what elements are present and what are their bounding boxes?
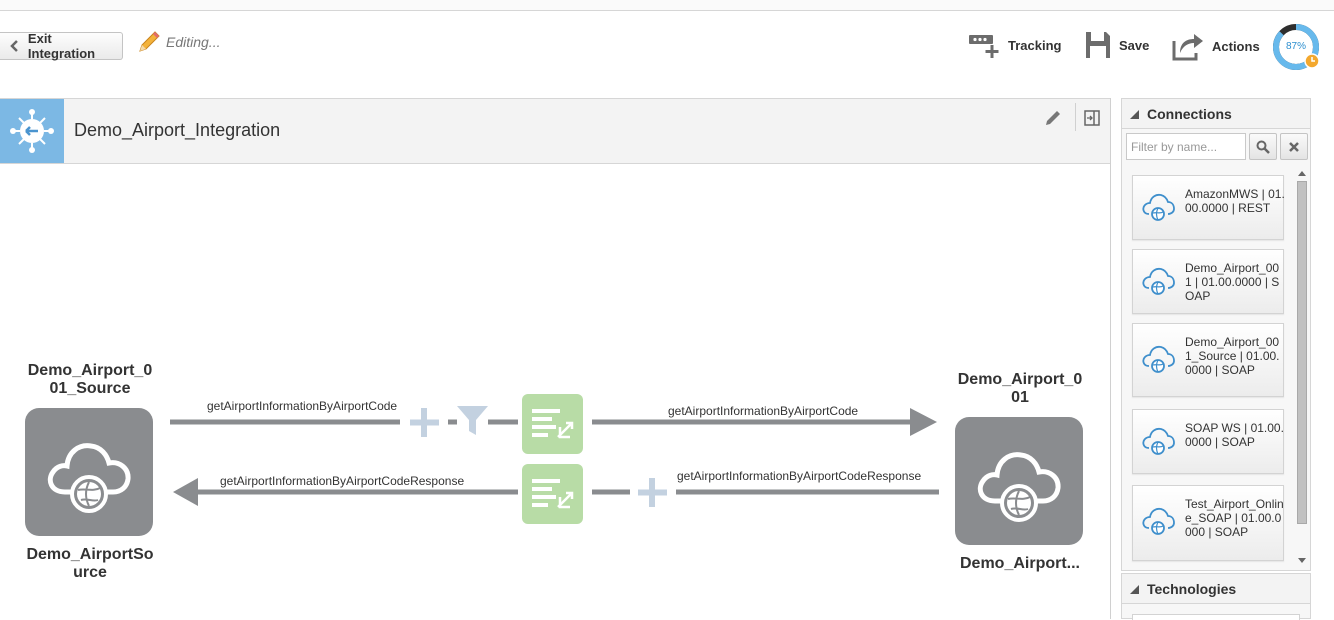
- response-arrowhead: [173, 478, 198, 506]
- collapse-triangle-icon: [1130, 110, 1139, 119]
- add-action-icon-request[interactable]: [410, 408, 439, 437]
- connections-sidebar: Connections Filter by name... AmazonMWS …: [1121, 98, 1311, 620]
- pencil-icon: [139, 31, 160, 52]
- connections-list: AmazonMWS | 01.00.0000 | REST Demo_Airpo…: [1122, 169, 1294, 564]
- connection-label: AmazonMWS | 01.00.0000 | REST: [1185, 187, 1285, 215]
- tracking-icon: [969, 35, 999, 58]
- integration-icon: [10, 109, 54, 153]
- progress-percent: 87%: [1285, 41, 1306, 52]
- cloud-connection-icon: [1142, 267, 1175, 295]
- source-node-bottom-title: Demo_AirportSo urce: [26, 546, 154, 581]
- search-button[interactable]: [1249, 133, 1277, 160]
- response-operation-label-right: getAirportInformationByAirportCodeRespon…: [677, 469, 922, 483]
- header-divider: [1075, 103, 1076, 131]
- editing-status: Editing...: [136, 29, 220, 55]
- collapse-triangle-icon: [1130, 585, 1139, 594]
- integration-canvas: Demo_Airport_Integration: [0, 98, 1111, 619]
- connection-label: Demo_Airport_001_Source | 01.00.0000 | S…: [1185, 335, 1280, 377]
- add-action-icon-response[interactable]: [638, 478, 667, 507]
- connection-label: SOAP WS | 01.00.0000 | SOAP: [1185, 421, 1284, 449]
- technologies-panel-body: [1121, 604, 1311, 620]
- connection-card[interactable]: AmazonMWS | 01.00.0000 | REST: [1132, 175, 1285, 240]
- cloud-connection-icon: [1142, 427, 1175, 455]
- connection-label: Demo_Airport_001 | 01.00.0000 | SOAP: [1185, 261, 1280, 303]
- toggle-panel-button[interactable]: [1079, 105, 1105, 131]
- actions-button[interactable]: Actions: [1172, 31, 1260, 61]
- close-icon: [1289, 141, 1299, 152]
- save-label: Save: [1119, 37, 1150, 53]
- actions-label: Actions: [1212, 38, 1260, 54]
- tracking-button[interactable]: Tracking: [968, 31, 1061, 59]
- request-mapper[interactable]: [522, 394, 583, 454]
- cloud-connection-icon: [1142, 193, 1175, 221]
- filter-input[interactable]: Filter by name...: [1126, 133, 1246, 160]
- target-node-top-title: Demo_Airport_0 01: [957, 371, 1083, 406]
- top-strip: [0, 0, 1334, 11]
- integration-header: Demo_Airport_Integration: [0, 98, 1110, 164]
- request-operation-label-left: getAirportInformationByAirportCode: [207, 399, 398, 413]
- connections-title: Connections: [1147, 106, 1232, 122]
- exit-integration-button[interactable]: Exit Integration: [0, 31, 123, 61]
- response-operation-label-left: getAirportInformationByAirportCodeRespon…: [220, 474, 465, 488]
- search-icon: [1256, 140, 1270, 154]
- edit-integration-button[interactable]: [1040, 105, 1066, 131]
- connection-label: Test_Airport_Online_SOAP | 01.00.0000 | …: [1185, 497, 1284, 539]
- target-node[interactable]: [955, 417, 1083, 545]
- progress-ring: 87%: [1272, 23, 1320, 71]
- scroll-thumb[interactable]: [1297, 181, 1307, 524]
- scroll-up-icon[interactable]: [1298, 171, 1306, 176]
- toolbar: Exit Integration Editing... Tracking Sav…: [0, 11, 1334, 81]
- panel-toggle-icon: [1084, 110, 1100, 126]
- source-node-top-title: Demo_Airport_0 01_Source: [27, 362, 153, 397]
- connection-card[interactable]: Test_Airport_Online_SOAP | 01.00.0000 | …: [1132, 485, 1284, 561]
- connection-card[interactable]: Demo_Airport_001 | 01.00.0000 | SOAP: [1132, 249, 1284, 314]
- cloud-service-icon: [977, 452, 1061, 522]
- chevron-left-icon: [10, 40, 18, 52]
- integration-logo: [0, 99, 64, 163]
- connection-card[interactable]: Demo_Airport_001_Source | 01.00.0000 | S…: [1132, 323, 1284, 397]
- connections-panel-body: Filter by name... AmazonMWS | 01.00.0000…: [1121, 129, 1311, 571]
- request-arrowhead: [910, 408, 937, 436]
- connections-scrollbar[interactable]: [1295, 169, 1309, 566]
- connection-card[interactable]: SOAP WS | 01.00.0000 | SOAP: [1132, 409, 1284, 474]
- pencil-icon: [1046, 111, 1060, 125]
- mapper-icon: [531, 479, 573, 509]
- exit-integration-label: Exit Integration: [27, 31, 96, 61]
- filter-icon[interactable]: [457, 406, 488, 435]
- scroll-down-icon[interactable]: [1298, 558, 1306, 563]
- save-button[interactable]: Save: [1085, 31, 1149, 59]
- clear-filter-button[interactable]: [1280, 133, 1308, 160]
- editing-label: Editing...: [166, 34, 221, 50]
- technologies-title: Technologies: [1147, 581, 1237, 597]
- share-icon: [1172, 34, 1203, 61]
- target-node-bottom-title: Demo_Airport...: [959, 555, 1080, 572]
- response-mapper[interactable]: [522, 464, 583, 524]
- flow-diagram: [170, 406, 939, 507]
- source-node[interactable]: [25, 408, 153, 536]
- mapper-icon: [531, 409, 573, 439]
- request-operation-label-right: getAirportInformationByAirportCode: [668, 404, 859, 418]
- integration-title: Demo_Airport_Integration: [74, 120, 281, 140]
- connections-panel-header[interactable]: Connections: [1121, 98, 1311, 129]
- cloud-connection-icon: [1142, 507, 1175, 535]
- tracking-label: Tracking: [1008, 37, 1062, 53]
- technologies-panel-header[interactable]: Technologies: [1121, 573, 1311, 604]
- cloud-connection-icon: [1142, 345, 1175, 373]
- cloud-service-icon: [47, 443, 131, 513]
- save-icon: [1086, 32, 1110, 58]
